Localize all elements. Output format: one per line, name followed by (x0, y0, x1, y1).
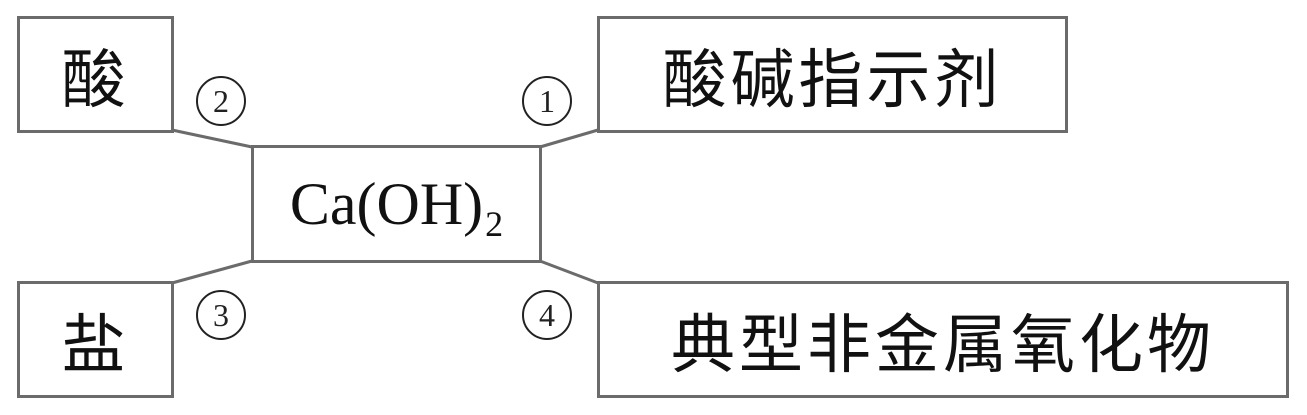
node-indicator-label: 酸碱指示剂 (662, 43, 1003, 118)
link-acid (171, 128, 253, 149)
marker-3: 3 (196, 290, 246, 340)
node-salt: 盐 (17, 281, 174, 398)
node-salt-label: 盐 (61, 308, 130, 383)
node-nonmetal-oxide-label: 典型非金属氧化物 (671, 308, 1215, 383)
marker-1: 1 (522, 76, 572, 126)
center-formula: Ca(OH) (289, 170, 484, 237)
marker-2: 2 (196, 76, 246, 126)
node-acid-label: 酸 (61, 43, 130, 118)
center-subscript: 2 (485, 204, 504, 244)
node-acid: 酸 (17, 16, 174, 133)
link-oxide (539, 259, 599, 285)
marker-4: 4 (522, 290, 572, 340)
node-indicator: 酸碱指示剂 (597, 16, 1068, 133)
link-indicator (539, 128, 599, 149)
node-center: Ca(OH)2 (251, 145, 542, 263)
node-nonmetal-oxide: 典型非金属氧化物 (597, 281, 1289, 398)
link-salt (171, 259, 253, 285)
